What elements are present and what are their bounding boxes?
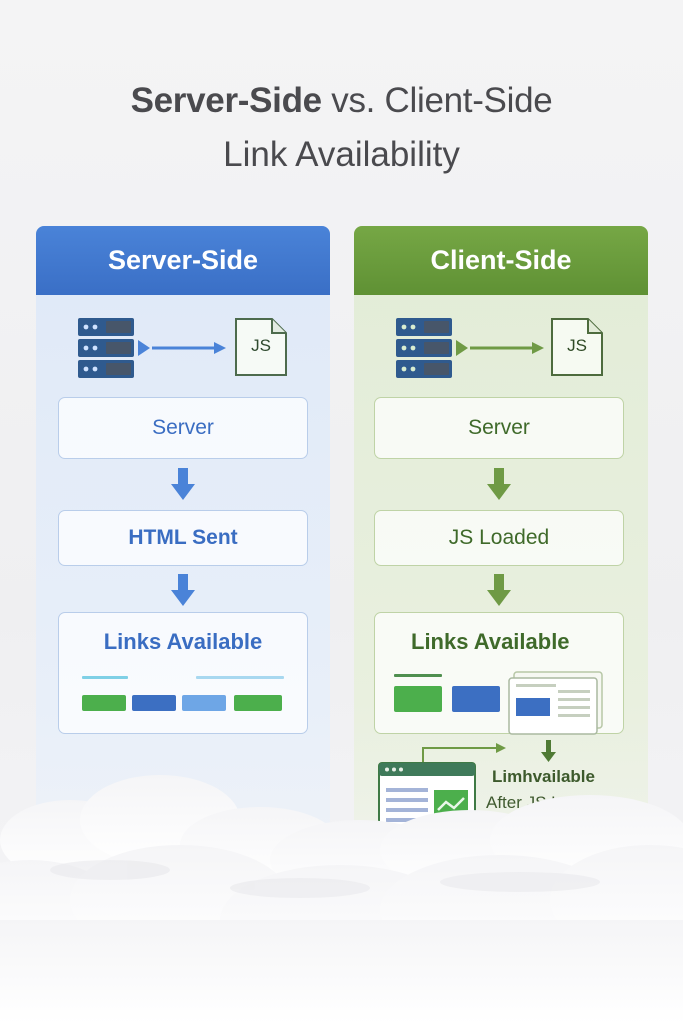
server-step-server-label: Server (152, 416, 214, 439)
page-title: Server-Side vs. Client-Side Link Availab… (0, 78, 683, 178)
arrow-right-icon (138, 340, 226, 356)
arrow-down-icon (171, 574, 195, 606)
js-file-label: JS (567, 336, 587, 355)
link-bar-blue (132, 695, 176, 711)
client-side-panel: Client-Side JS Server JS Loaded (354, 226, 648, 906)
link-bar-green (394, 686, 442, 712)
title-subtitle: Link Availability (223, 135, 460, 174)
link-bar-green (82, 695, 126, 711)
client-step-js-loaded: JS Loaded (374, 510, 624, 566)
arrow-right-icon (456, 340, 544, 356)
client-side-header: Client-Side (354, 226, 648, 295)
server-side-panel: Server-Side JS Server HTML Sent (36, 226, 330, 906)
server-step-server: Server (58, 397, 308, 459)
js-file-icon (551, 318, 603, 376)
server-step-links-available: Links Available (58, 612, 308, 734)
link-bar-light-blue (182, 695, 226, 711)
client-after-label-line1: Limhvailable (492, 767, 595, 786)
link-placeholder-line (82, 676, 128, 679)
arrow-down-icon (171, 468, 195, 500)
server-step-html-sent-label: HTML Sent (128, 526, 238, 549)
js-file-icon (235, 318, 287, 376)
cloud-decoration (0, 775, 683, 1024)
link-bar-green (234, 695, 282, 711)
link-placeholder-line (196, 676, 284, 679)
js-file-label: JS (251, 336, 271, 355)
arrow-down-icon (487, 574, 511, 606)
title-server-side: Server-Side (130, 81, 323, 120)
client-step-js-loaded-label: JS Loaded (448, 526, 550, 549)
client-step-links-available-label: Links Available (411, 629, 570, 654)
browser-window-icon (508, 671, 603, 735)
server-rack-icon (78, 318, 134, 378)
link-placeholder-line (394, 674, 442, 677)
link-bar-blue (452, 686, 500, 712)
server-rack-icon (396, 318, 452, 378)
title-vs-client-side: vs. Client-Side (321, 81, 553, 120)
server-step-links-available-label: Links Available (103, 629, 263, 654)
server-side-header: Server-Side (36, 226, 330, 295)
client-step-server: Server (374, 397, 624, 459)
server-step-html-sent: HTML Sent (58, 510, 308, 566)
arrow-down-icon (487, 468, 511, 500)
client-step-server-label: Server (468, 416, 530, 439)
